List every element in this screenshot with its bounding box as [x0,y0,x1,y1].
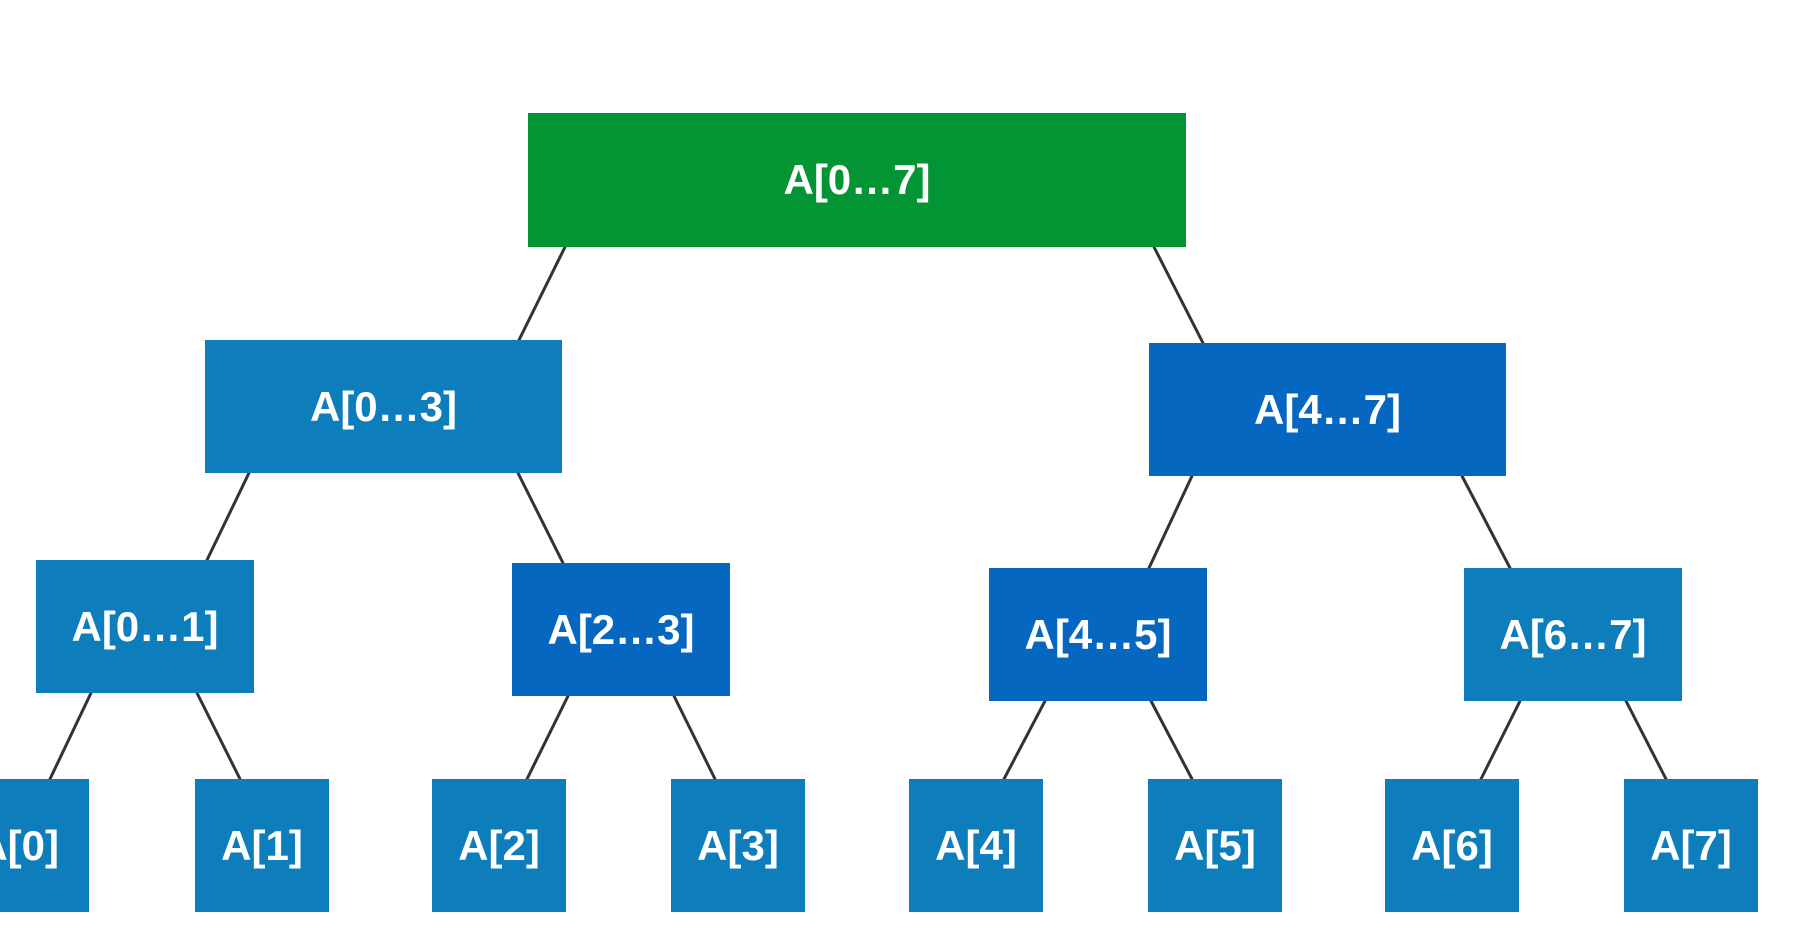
edge-root-right [1152,245,1205,345]
node-label: A[1] [221,821,303,869]
edge-rightleft-a5 [1149,699,1194,781]
node-label: A[7] [1650,821,1732,869]
node-label: A[0…1] [71,602,219,650]
node-a2-3: A[2…3] [512,563,730,696]
node-a0-7: A[0…7] [528,113,1186,247]
leaf-a6: A[6] [1385,779,1519,912]
node-label: A[4…5] [1024,610,1172,658]
leaf-a1: A[1] [195,779,329,912]
leaf-a3: A[3] [671,779,805,912]
node-label: A[0…3] [309,382,458,430]
leaf-a7: A[7] [1624,779,1758,912]
edge-rightright-a7 [1624,699,1668,781]
node-a0-3: A[0…3] [205,340,562,473]
edge-right-rightright [1460,474,1512,570]
leaf-a5: A[5] [1148,779,1282,912]
node-a0-1: A[0…1] [36,560,254,693]
leaf-a2: A[2] [432,779,566,912]
node-label: A[5] [1174,821,1256,869]
node-label: A[2…3] [547,605,695,653]
edge-right-rightleft [1147,474,1194,570]
node-a4-7: A[4…7] [1149,343,1506,476]
edge-leftleft-a0 [48,691,93,781]
leaf-a4: A[4] [909,779,1043,912]
node-label: A[0…7] [783,156,931,203]
node-label: A[4…7] [1253,385,1402,433]
node-label: A[0] [0,821,59,869]
node-a6-7: A[6…7] [1464,568,1682,701]
leaf-a0: A[0] [0,779,89,912]
node-label: A[4] [935,821,1017,869]
edge-left-leftright [516,471,565,565]
edge-rightright-a6 [1479,699,1522,781]
node-label: A[2] [458,821,540,869]
node-a4-5: A[4…5] [989,568,1207,701]
edge-leftright-a2 [525,694,570,781]
edge-root-left [517,245,567,342]
edge-leftleft-a1 [195,691,242,781]
edge-left-leftleft [205,471,251,562]
node-label: A[6…7] [1499,610,1647,658]
node-label: A[6] [1411,821,1493,869]
edge-rightleft-a4 [1002,699,1047,781]
node-label: A[3] [697,821,779,869]
edge-leftright-a3 [672,694,717,781]
